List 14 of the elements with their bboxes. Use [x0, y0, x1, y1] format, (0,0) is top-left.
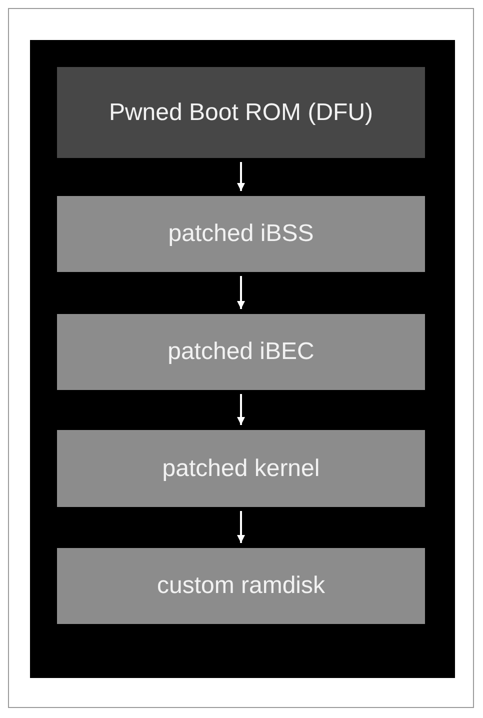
- process-box: [57, 314, 425, 390]
- arrow: [237, 511, 245, 543]
- arrow: [237, 394, 245, 425]
- arrow: [237, 162, 245, 191]
- process-box: [57, 67, 425, 158]
- box-label: patched iBSS: [168, 220, 314, 248]
- box-label: patched kernel: [162, 454, 320, 482]
- process-box: [57, 196, 425, 272]
- process-box: [57, 430, 425, 507]
- box-label: patched iBEC: [168, 338, 314, 366]
- arrow: [237, 276, 245, 309]
- box-label: custom ramdisk: [156, 572, 326, 600]
- process-box: [57, 548, 425, 624]
- box-label: Pwned Boot ROM (DFU): [108, 98, 374, 126]
